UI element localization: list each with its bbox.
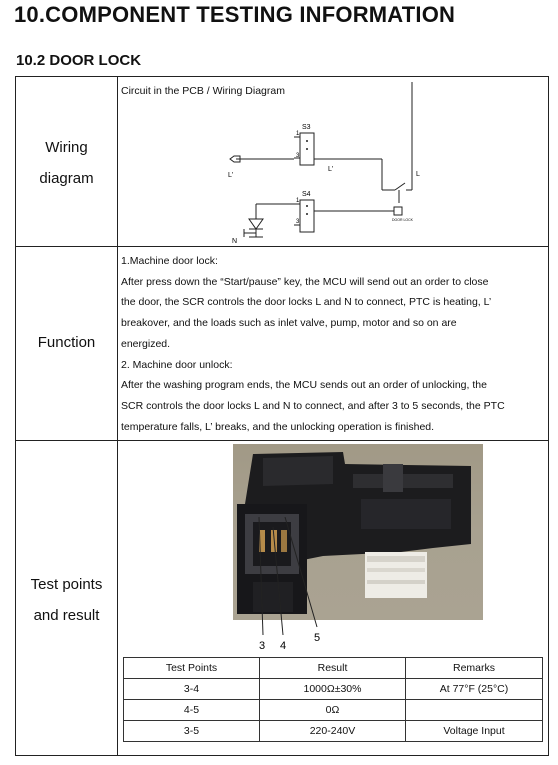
callout-lines: 3 4 5 <box>258 517 320 652</box>
row-divider-2 <box>16 440 548 441</box>
pin3-bottom: 3 <box>296 219 300 225</box>
function-label: Function <box>37 334 96 351</box>
s3-label: S3 <box>302 124 311 131</box>
test-label-line2: and result <box>33 607 100 624</box>
wiring-caption: Circuit in the PCB / Wiring Diagram <box>121 85 285 97</box>
pin3-top: 3 <box>296 153 300 159</box>
function-line: energized. <box>121 337 171 350</box>
wiring-label: Wiring diagram <box>16 132 117 194</box>
door-lock-photo-drawing <box>237 452 471 614</box>
header-remarks: Remarks <box>405 657 543 679</box>
cell-test-point: 4-5 <box>123 699 260 721</box>
function-line: breakover, and the loads such as inlet v… <box>121 317 457 330</box>
section-title: 10.2 DOOR LOCK <box>16 52 142 69</box>
wiring-label-line2: diagram <box>39 170 94 187</box>
door-lock-table: Wiring diagram Circuit in the PCB / Wiri… <box>15 76 549 756</box>
cell-test-point: 3-4 <box>123 678 260 700</box>
wiring-diagram: S3 S4 1 3 1 3 L' L' L N DOOR LOCK <box>228 82 420 244</box>
n-label: N <box>232 238 237 244</box>
table-row: 3-5 220-240V Voltage Input <box>123 720 543 742</box>
cell-test-point: 3-5 <box>123 720 260 742</box>
l-prime-mid: L' <box>328 166 333 173</box>
l-prime-left: L' <box>228 172 233 179</box>
test-results-table: Test Points Result Remarks 3-4 1000Ω±30%… <box>123 657 543 742</box>
function-line: temperature falls, L’ breaks, and the un… <box>121 420 435 433</box>
table-row: 3-4 1000Ω±30% At 77°F (25°C) <box>123 678 543 700</box>
header-test-points: Test Points <box>123 657 260 679</box>
pin1-top: 1 <box>296 131 300 137</box>
door-lock-photo <box>233 444 483 620</box>
header-result: Result <box>259 657 406 679</box>
cell-result: 1000Ω±30% <box>259 678 406 700</box>
function-line: 1.Machine door lock: <box>121 255 218 267</box>
cell-remarks: At 77°F (25°C) <box>405 678 543 700</box>
l-label: L <box>416 171 420 178</box>
cell-remarks: Voltage Input <box>405 720 543 742</box>
pin1-bottom: 1 <box>296 198 300 204</box>
cell-result: 0Ω <box>259 699 406 721</box>
column-divider <box>117 77 118 755</box>
callout-5: 5 <box>314 632 320 644</box>
cell-remarks <box>405 699 543 721</box>
test-label: Test points and result <box>16 569 117 631</box>
function-line: After the washing program ends, the MCU … <box>121 379 487 392</box>
test-label-line1: Test points <box>30 576 103 593</box>
function-line: SCR controls the door locks L and N to c… <box>121 399 505 412</box>
s4-label: S4 <box>302 191 311 198</box>
wiring-label-line1: Wiring <box>45 139 88 156</box>
function-line: After press down the “Start/pause” key, … <box>121 275 489 288</box>
table-header-row: Test Points Result Remarks <box>123 657 543 679</box>
table-row: 4-5 0Ω <box>123 699 543 721</box>
cell-result: 220-240V <box>259 720 406 742</box>
callout-3: 3 <box>259 640 265 652</box>
row-divider-1 <box>16 246 548 247</box>
door-lock-tag: DOOR LOCK <box>392 218 414 222</box>
function-text: 1.Machine door lock: After press down th… <box>121 251 542 437</box>
function-line: the door, the SCR controls the door lock… <box>121 296 492 309</box>
function-line: 2. Machine door unlock: <box>121 358 233 371</box>
page-title: 10.COMPONENT TESTING INFORMATION <box>14 2 456 27</box>
callout-4: 4 <box>280 640 286 652</box>
